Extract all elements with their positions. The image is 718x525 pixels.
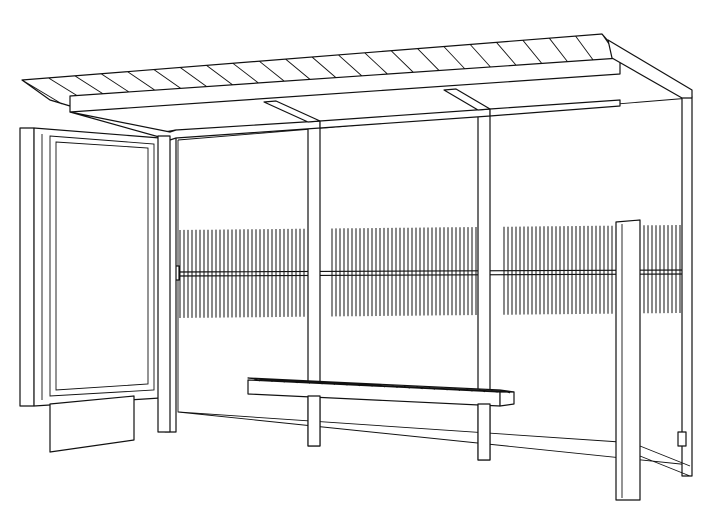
roof-slat bbox=[469, 44, 494, 71]
bench-slat bbox=[453, 388, 461, 392]
bench-slat bbox=[316, 381, 323, 385]
bench-slat bbox=[266, 379, 273, 383]
bench-slat bbox=[278, 379, 286, 383]
bench-slat bbox=[366, 383, 373, 387]
bench-slat bbox=[403, 385, 411, 389]
bench-slat bbox=[391, 385, 398, 389]
bench bbox=[247, 377, 515, 461]
roof-slat bbox=[496, 42, 519, 69]
bench-slat bbox=[291, 380, 298, 384]
bench-slat bbox=[416, 386, 423, 390]
bench-slat bbox=[328, 382, 336, 386]
bench-slat bbox=[253, 378, 261, 382]
roof-slat bbox=[522, 40, 545, 67]
bench-slats bbox=[253, 378, 511, 394]
roof-slat bbox=[443, 46, 469, 73]
corrugated-roof bbox=[21, 33, 693, 141]
glass-back-wall bbox=[177, 97, 691, 466]
bench-slat bbox=[341, 382, 348, 386]
bench-slat bbox=[303, 380, 311, 384]
advertising-panel bbox=[19, 127, 161, 453]
bench-slat bbox=[491, 389, 498, 393]
front-posts bbox=[157, 135, 171, 433]
bench-slat bbox=[478, 389, 486, 393]
roof-slat bbox=[21, 79, 63, 105]
bench-slat bbox=[503, 390, 511, 394]
bench-slat bbox=[378, 384, 386, 388]
bench-slat bbox=[353, 383, 361, 387]
side-panel bbox=[615, 219, 691, 501]
bench-slat bbox=[428, 386, 436, 390]
bench-slat bbox=[441, 387, 448, 391]
roof-slat bbox=[548, 37, 570, 65]
roof-slat bbox=[417, 48, 443, 75]
bench-slat bbox=[466, 388, 473, 392]
roof-slat bbox=[575, 35, 595, 63]
